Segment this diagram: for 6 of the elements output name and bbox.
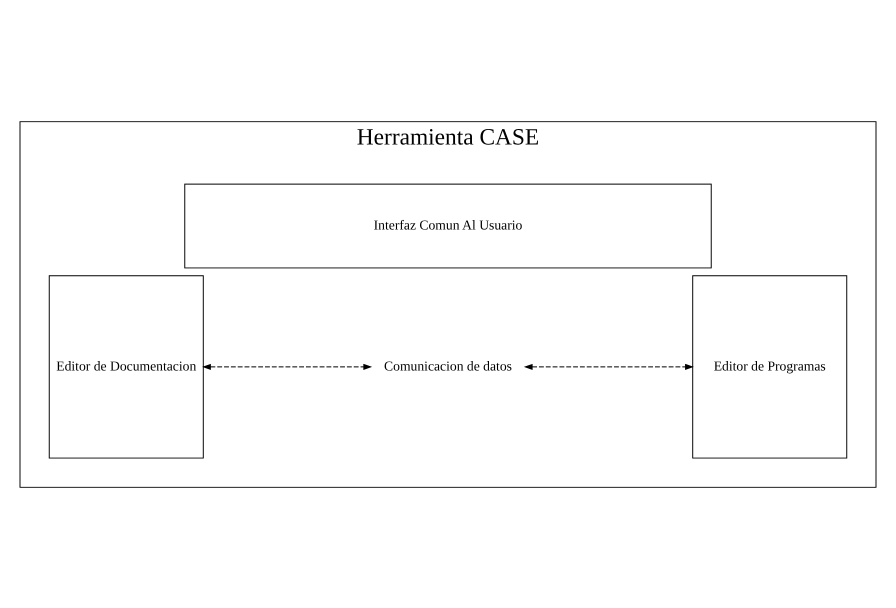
- arrow: [202, 363, 372, 370]
- node-text: Comunicacion de datos: [384, 358, 512, 374]
- node-box: Interfaz Comun Al Usuario: [184, 183, 712, 268]
- arrow: [524, 363, 694, 370]
- node-box: Editor de Programas: [692, 274, 848, 458]
- node-box: Editor de Documentacion: [48, 274, 204, 458]
